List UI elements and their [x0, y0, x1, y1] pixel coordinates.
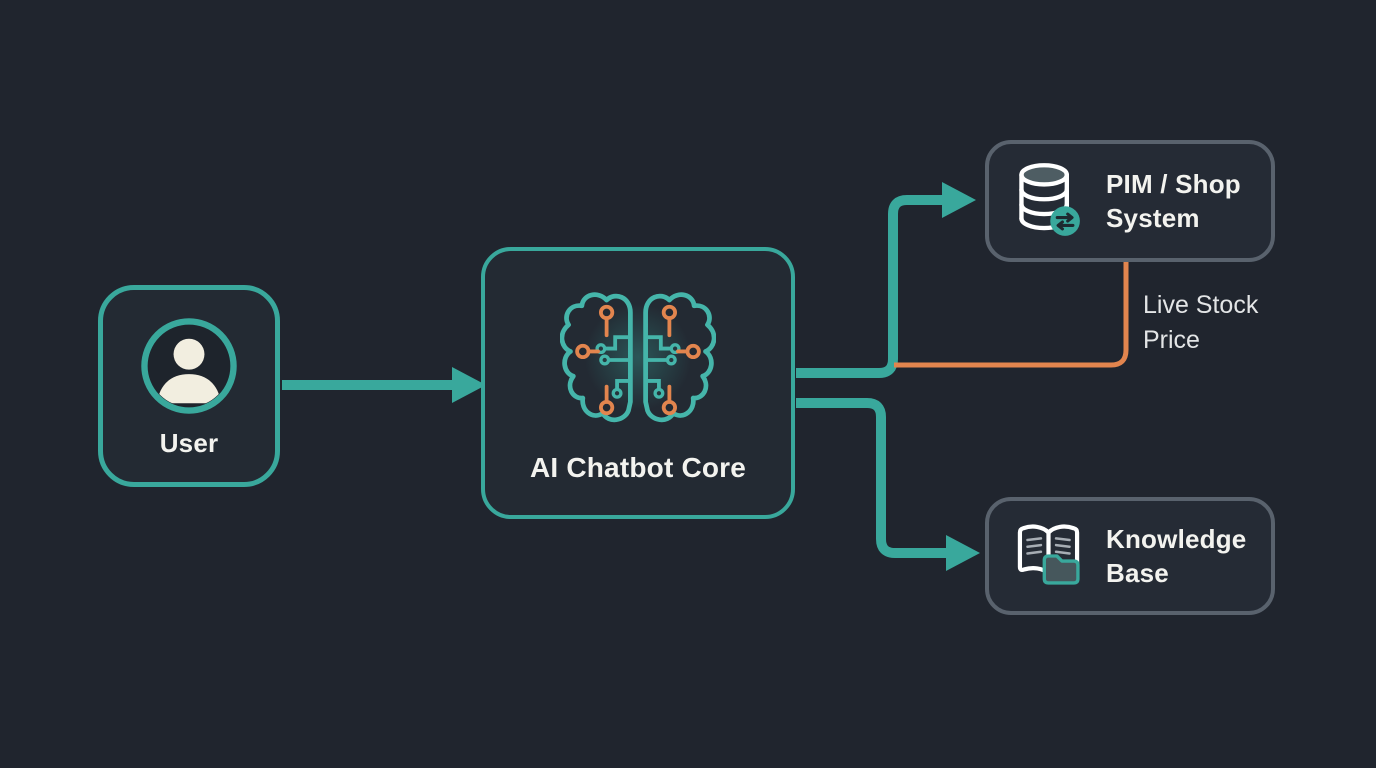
brain-circuit-icon: [560, 284, 716, 436]
database-sync-icon: [1019, 163, 1080, 236]
node-knowledge-base: Knowledge Base: [985, 497, 1275, 615]
node-pim: PIM / Shop System: [985, 140, 1275, 262]
node-chatbot-label: AI Chatbot Core: [529, 452, 747, 483]
node-pim-label: PIM / Shop System: [1106, 169, 1241, 233]
node-user: User: [98, 285, 280, 487]
edge-pim-live-stock-price: [894, 262, 1129, 368]
user-avatar-icon: [141, 318, 237, 414]
book-folder-icon: [1017, 524, 1080, 585]
edge-chatbot-to-knowledge: [796, 398, 946, 558]
live-stock-price-label: Live Stock Price: [1143, 291, 1259, 354]
node-user-label: User: [159, 428, 219, 458]
edge-user-to-chatbot-arrowhead: [452, 367, 486, 403]
node-knowledge-base-label: Knowledge Base: [1106, 524, 1247, 588]
edge-chatbot-to-pim-arrowhead: [942, 182, 976, 218]
edge-chatbot-to-pim: [796, 195, 942, 378]
edge-chatbot-to-knowledge-arrowhead: [946, 535, 980, 571]
node-chatbot: AI Chatbot Core: [481, 247, 795, 519]
